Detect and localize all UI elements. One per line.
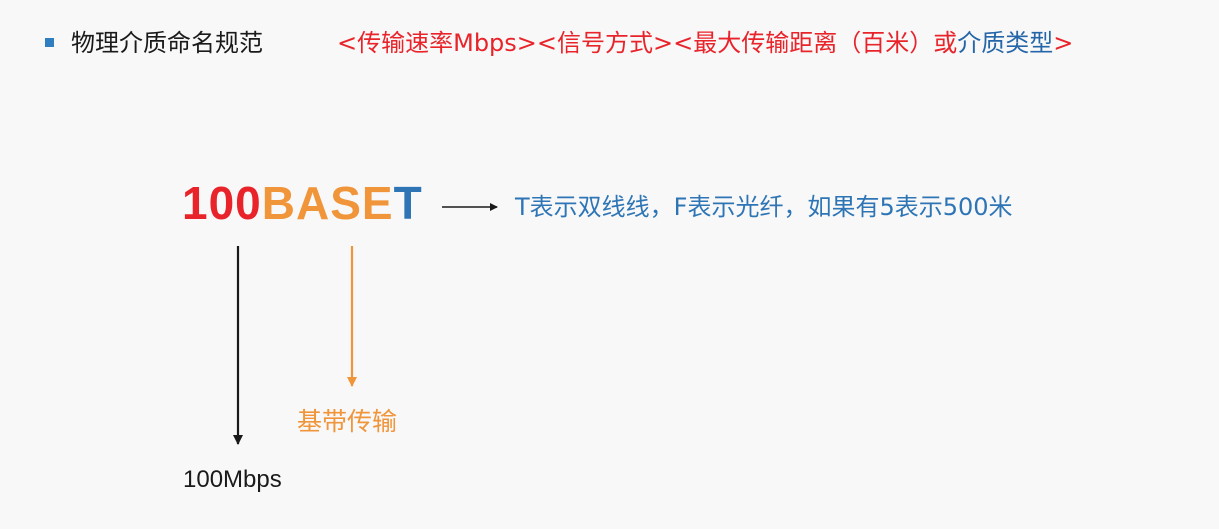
example-code: 100BASET xyxy=(182,175,423,231)
signal-description: 基带传输 xyxy=(297,407,398,436)
format-bracket: < xyxy=(536,29,558,57)
format-speed: 传输速率Mbps xyxy=(357,29,517,57)
format-bracket: > xyxy=(1053,29,1074,57)
format-medium-type: 介质类型 xyxy=(957,29,1054,57)
format-signal: 信号方式 xyxy=(557,29,654,57)
bullet-title: 物理介质命名规范 xyxy=(71,29,263,57)
speed-description: 100Mbps xyxy=(183,466,282,493)
format-bracket: > xyxy=(653,29,674,57)
code-speed: 100 xyxy=(182,177,262,229)
naming-format: <传输速率Mbps><信号方式><最大传输距离（百米）或介质类型> xyxy=(337,27,1073,59)
format-bracket: < xyxy=(673,29,694,57)
format-distance: 最大传输距离（百米）或 xyxy=(693,29,958,57)
format-bracket: < xyxy=(337,29,358,57)
bullet-marker-icon xyxy=(45,38,54,47)
format-bracket: > xyxy=(516,29,537,57)
code-medium: T xyxy=(393,177,423,229)
medium-description: T表示双线线，F表示光纤，如果有5表示500米 xyxy=(515,193,1013,221)
code-signal: BASE xyxy=(261,177,394,229)
